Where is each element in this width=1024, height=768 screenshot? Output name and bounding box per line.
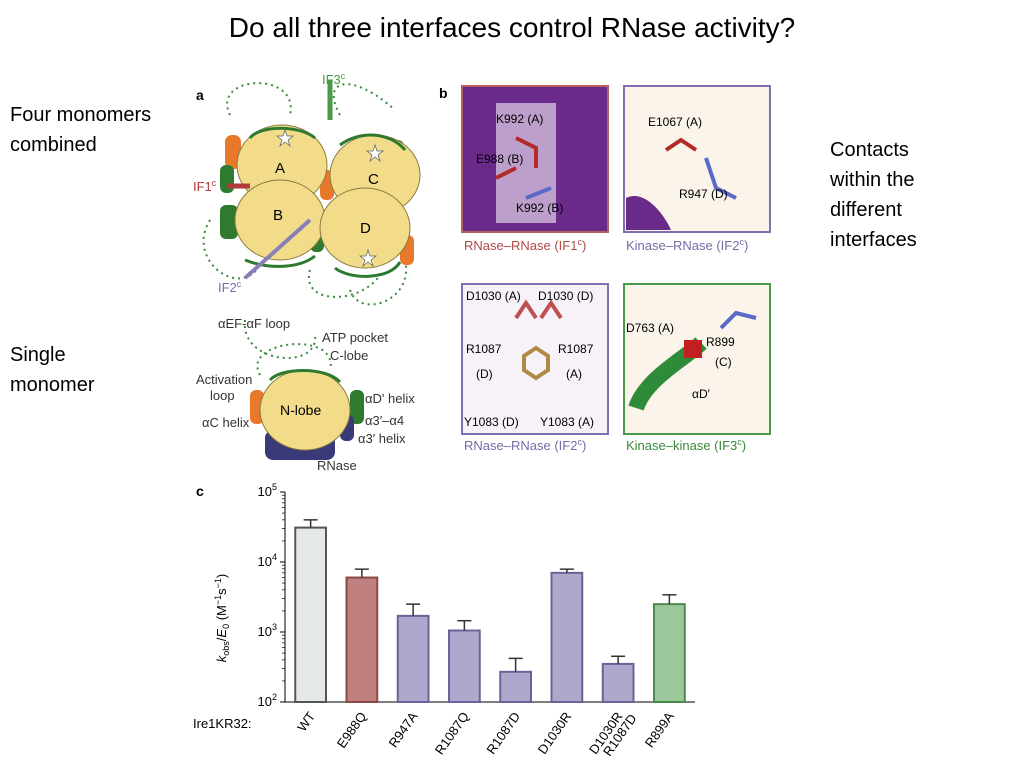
single-ad-helix [350,390,364,424]
label-adhelix: αD' helix [365,391,415,406]
panel-b-letter: b [439,85,448,101]
slide-title: Do all three interfaces control RNase ac… [228,12,796,43]
svg-text:D1030 (A): D1030 (A) [466,289,521,303]
note-contacts-text: Contacts within the different interfaces [830,139,917,251]
bar-1 [345,576,379,703]
monomer-c-label: C [368,171,379,188]
label-atp: ATP pocket [322,330,388,345]
caption-if1: RNase–RNase (IF1c) [464,237,586,253]
label-nlobe: N-lobe [280,402,321,418]
svg-text:R1087: R1087 [466,342,502,356]
y-axis-label: kobs/E0 (M−1s−1) [213,574,231,662]
panel-a-figure: a IF3c A B C D [193,71,421,473]
label-a3helix: α3′ helix [358,431,406,446]
bar-5 [550,571,584,703]
svg-text:D763 (A): D763 (A) [626,321,674,335]
star-icons [275,128,385,268]
panel-b-figure: b K992 (A) E988 (B) K992 (B) RNase–RNase… [439,85,771,453]
svg-text:R899: R899 [706,335,735,349]
x-tick-label: R1087Q [432,709,472,757]
label-clobe: C-lobe [330,348,368,363]
caption-if3: Kinase–kinase (IF3c) [626,437,746,453]
note-contacts: Contacts within the different interfaces [830,135,950,255]
svg-text:R947 (D): R947 (D) [679,187,728,201]
svg-text:(C): (C) [715,355,732,369]
label-a34: α3′–α4 [365,413,404,428]
svg-text:αD′: αD′ [692,387,711,401]
monomer-lobes [234,124,421,269]
if2-marker [243,218,312,280]
monomer-d-label: D [360,220,371,237]
note-single-monomer: Single monomer [10,340,130,400]
svg-text:Y1083 (A): Y1083 (A) [540,415,594,429]
label-loop: αEF-αF loop [218,316,290,331]
x-tick-label: R947A [385,709,420,750]
svg-text:K992 (B): K992 (B) [516,201,563,215]
svg-text:(A): (A) [566,367,582,381]
svg-text:(D): (D) [476,367,493,381]
x-tick-label: WT [294,709,318,734]
y-tick-label: 105 [258,482,277,499]
y-tick-label: 103 [258,622,277,639]
panel-c-letter: c [196,483,204,499]
note-four-monomers-text: Four monomers combined [10,104,152,156]
note-single-monomer-text: Single monomer [10,344,95,396]
monomer-a-label: A [275,160,285,177]
green-loops [244,126,407,278]
y-axis: 102 103 104 105 [258,482,695,709]
bar-3 [448,629,481,704]
if1-label: IF1c [193,178,217,194]
dotted-loops [202,82,408,359]
row-label: Ire1KR32: [193,716,252,731]
svg-text:K992 (A): K992 (A) [496,112,543,126]
x-tick-label: R899A [642,709,677,750]
single-green-loop [268,369,342,384]
label-rnase: RNase [317,458,357,473]
svg-text:E1067 (A): E1067 (A) [648,115,702,129]
label-activation-loop: loop [210,388,235,403]
y-tick-label: 104 [258,552,277,569]
caption-if2-rnase: RNase–RNase (IF2c) [464,437,586,453]
svg-text:D1030 (D): D1030 (D) [538,289,593,303]
note-four-monomers: Four monomers combined [10,100,185,160]
svg-text:E988 (B): E988 (B) [476,152,523,166]
x-tick-label: D1030R [535,709,575,757]
caption-if2-kinase: Kinase–RNase (IF2c) [626,237,748,253]
svg-text:R1087: R1087 [558,342,594,356]
x-tick-label: E988Q [334,709,370,751]
label-activation: Activation [196,372,252,387]
svg-text:Y1083 (D): Y1083 (D) [464,415,519,429]
x-tick-label: R1087D [483,709,523,757]
bar-6 [601,662,635,703]
bar-2 [396,614,430,703]
bar-7 [653,603,686,703]
if2-label: IF2c [218,279,242,295]
box-if3: D763 (A) R899 (C) αD′ Kinase–kinase (IF3… [623,283,771,453]
monomer-b-label: B [273,207,283,224]
panel-c-chart: c 102 103 104 105 WT E988Q R947A R1087Q R1087D D… [193,482,695,759]
if3-label: IF3c [322,71,346,87]
box-if2-kinase: E1067 (A) R947 (D) Kinase–RNase (IF2c) [623,85,771,253]
box-if2-rnase: D1030 (A) D1030 (D) R1087 (D) R1087 (A) … [461,283,609,453]
panel-a-letter: a [196,87,204,103]
bars [294,519,686,704]
y-tick-label: 102 [258,692,277,709]
bar-4 [499,670,532,703]
bar-0 [294,526,327,704]
label-achelix: αC helix [202,415,250,430]
box-if1: K992 (A) E988 (B) K992 (B) RNase–RNase (… [461,85,609,253]
